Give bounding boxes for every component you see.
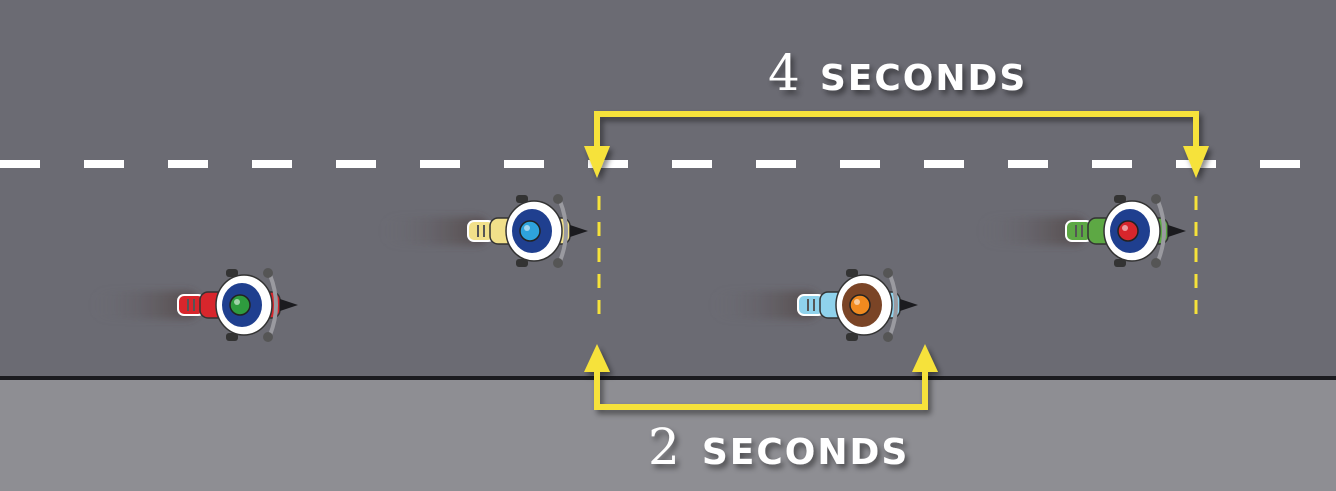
boot-right	[516, 259, 528, 267]
mirror-left	[553, 194, 563, 204]
mirror-left	[1151, 194, 1161, 204]
road-surface	[0, 0, 1336, 380]
bottom-label-number: 2	[648, 418, 680, 476]
boot-left	[1114, 195, 1126, 203]
boot-right	[1114, 259, 1126, 267]
boot-left	[226, 269, 238, 277]
rider-helmet	[1118, 221, 1138, 241]
mirror-right	[553, 258, 563, 268]
boot-right	[226, 333, 238, 341]
boot-right	[846, 333, 858, 341]
top-label-word: SECONDS	[820, 58, 1027, 99]
mirror-right	[883, 332, 893, 342]
boot-left	[516, 195, 528, 203]
boot-left	[846, 269, 858, 277]
rider-helmet	[520, 221, 540, 241]
mirror-left	[883, 268, 893, 278]
top-label-number: 4	[768, 44, 800, 102]
mirror-left	[263, 268, 273, 278]
mirror-right	[263, 332, 273, 342]
bottom-label-word: SECONDS	[702, 432, 909, 473]
mirror-right	[1151, 258, 1161, 268]
rider-helmet	[850, 295, 870, 315]
road-edge-line	[0, 376, 1336, 380]
rider-helmet	[230, 295, 250, 315]
